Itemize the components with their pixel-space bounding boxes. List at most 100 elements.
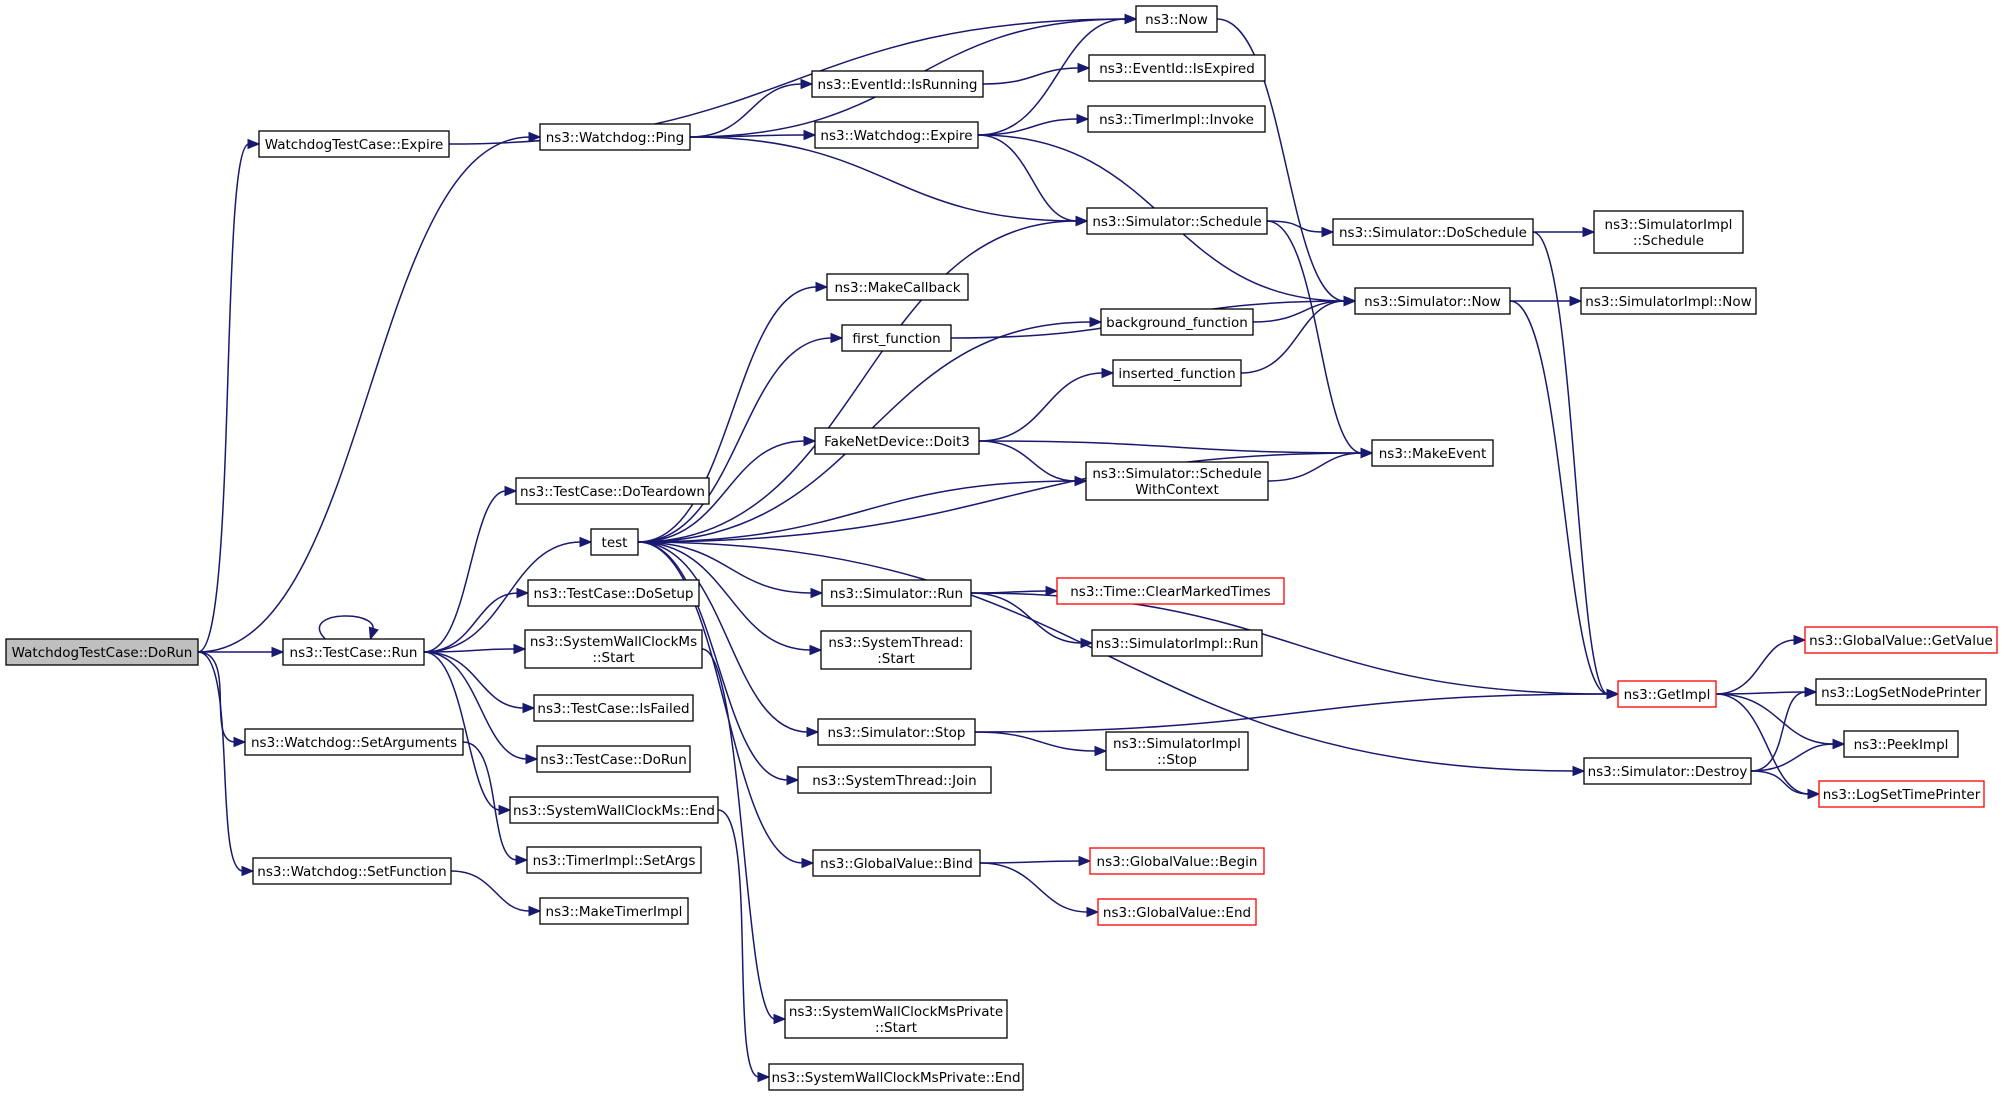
edge-test-to-sim-run [637, 541, 824, 599]
node-label: ns3::LogSetNodePrinter [1821, 685, 1981, 701]
node-sim-destroy[interactable]: ns3::Simulator::Destroy [1583, 757, 1752, 785]
node-label: ns3::Simulator::DoSchedule [1339, 225, 1527, 241]
node-peek-impl[interactable]: ns3::PeekImpl [1843, 730, 1959, 758]
node-label: ns3::TimerImpl::SetArgs [533, 853, 696, 869]
node-box [814, 427, 980, 455]
node-make-event[interactable]: ns3::MakeEvent [1371, 439, 1494, 467]
node-label: :Start [877, 651, 915, 667]
node-label: ::Start [592, 650, 634, 666]
edge-wd-expire-to-now [977, 13, 1138, 136]
node-sim-schedule[interactable]: ns3::Simulator::Schedule [1086, 207, 1268, 235]
node-make-callback[interactable]: ns3::MakeCallback [826, 273, 969, 301]
edge-arrowhead [803, 129, 817, 141]
edge-swc-start-to-swcp-start [701, 648, 787, 1025]
node-sys-thread-start[interactable]: ns3::SystemThread::Start [820, 630, 972, 670]
edge-line [970, 592, 1083, 644]
node-get-impl[interactable]: ns3::GetImpl [1617, 680, 1717, 708]
edge-line [423, 651, 525, 709]
node-wtc-expire[interactable]: WatchdogTestCase::Expire [258, 130, 450, 158]
edge-gv-bind-to-gv-begin [979, 855, 1092, 867]
node-eid-expired[interactable]: ns3::EventId::IsExpired [1088, 54, 1266, 82]
edge-line [423, 651, 501, 811]
node-log-timeprinter[interactable]: ns3::LogSetTimePrinter [1818, 780, 1985, 808]
edge-wd-setargs-to-timer-setargs [462, 741, 529, 866]
node-timer-invoke[interactable]: ns3::TimerImpl::Invoke [1087, 105, 1266, 133]
edge-eid-running-to-eid-expired [982, 62, 1091, 85]
node-box [1089, 847, 1265, 875]
node-sys-thread-join[interactable]: ns3::SystemThread::Join [797, 766, 992, 794]
node-fake-doit3[interactable]: FakeNetDevice::Doit3 [814, 427, 980, 455]
edge-line [423, 490, 507, 653]
node-simimpl-stop[interactable]: ns3::SimulatorImpl::Stop [1105, 731, 1249, 771]
node-tc-setup[interactable]: ns3::TestCase::DoSetup [527, 579, 700, 607]
node-swc-start[interactable]: ns3::SystemWallClockMs::Start [524, 629, 703, 669]
node-box [1617, 680, 1717, 708]
node-sim-stop[interactable]: ns3::Simulator::Stop [817, 718, 976, 746]
node-tc-isfailed[interactable]: ns3::TestCase::IsFailed [533, 694, 694, 722]
node-wd-setfunc[interactable]: ns3::Watchdog::SetFunction [252, 857, 452, 885]
edge-root-to-testcase-run [198, 646, 285, 658]
node-box [1087, 105, 1266, 133]
edge-sim-run-to-simimpl-run [970, 592, 1094, 649]
node-tc-teardown[interactable]: ns3::TestCase::DoTeardown [515, 477, 710, 505]
node-swcp-end[interactable]: ns3::SystemWallClockMsPrivate::End [768, 1063, 1024, 1091]
edge-line [462, 741, 518, 861]
edge-line [637, 541, 813, 594]
edge-arrowhead [1094, 745, 1108, 757]
node-simimpl-run[interactable]: ns3::SimulatorImpl::Run [1091, 629, 1263, 657]
node-label: background_function [1106, 315, 1248, 331]
node-label: ns3::Simulator::Schedule [1092, 466, 1261, 482]
node-sim-doschedule[interactable]: ns3::Simulator::DoSchedule [1332, 218, 1534, 246]
edge-test-to-sys-thread-start [637, 541, 823, 656]
edge-arrowhead [810, 587, 824, 599]
edge-testcase-run-to-tc-dorun [423, 651, 539, 765]
node-wd-ping[interactable]: ns3::Watchdog::Ping [539, 123, 691, 151]
node-gv-bind[interactable]: ns3::GlobalValue::Bind [812, 849, 981, 877]
node-tc-dorun[interactable]: ns3::TestCase::DoRun [536, 745, 691, 773]
node-test[interactable]: test [590, 528, 639, 556]
node-label: ns3::SimulatorImpl [1605, 217, 1733, 233]
node-box [817, 718, 976, 746]
edge-arrowhead [1074, 475, 1088, 487]
node-gv-end[interactable]: ns3::GlobalValue::End [1097, 898, 1257, 926]
edge-test-to-first-function [637, 332, 844, 543]
node-first-function[interactable]: first_function [841, 324, 952, 352]
node-wd-setargs[interactable]: ns3::Watchdog::SetArguments [244, 728, 464, 756]
node-sim-run[interactable]: ns3::Simulator::Run [821, 579, 972, 607]
edge-fake-doit3-to-inserted-function [978, 367, 1115, 442]
edge-line [637, 220, 1078, 543]
edge-arrowhead [247, 138, 261, 150]
node-box [533, 694, 694, 722]
node-box [841, 324, 952, 352]
edge-line [1715, 693, 1835, 745]
node-simimpl-schedule[interactable]: ns3::SimulatorImpl::Schedule [1593, 210, 1744, 254]
node-now[interactable]: ns3::Now [1135, 5, 1218, 33]
node-box [1332, 218, 1534, 246]
node-gv-getvalue[interactable]: ns3::GlobalValue::GetValue [1804, 626, 1998, 654]
node-sim-now[interactable]: ns3::Simulator::Now [1354, 287, 1511, 315]
edge-arrowhead [516, 587, 530, 599]
node-box [1097, 898, 1257, 926]
node-wd-expire[interactable]: ns3::Watchdog::Expire [814, 121, 979, 149]
node-label: ns3::Simulator::Stop [828, 725, 966, 741]
edge-arrowhead [786, 774, 800, 786]
node-eid-running[interactable]: ns3::EventId::IsRunning [811, 70, 984, 98]
edge-arrowhead [1075, 215, 1089, 227]
node-testcase-run[interactable]: ns3::TestCase::Run [282, 638, 425, 666]
node-make-timer[interactable]: ns3::MakeTimerImpl [539, 897, 689, 925]
node-swc-end[interactable]: ns3::SystemWallClockMs::End [509, 796, 719, 824]
node-box [1112, 359, 1242, 387]
node-log-nodeprinter[interactable]: ns3::LogSetNodePrinter [1815, 678, 1987, 706]
node-label: ns3::GlobalValue::End [1103, 905, 1251, 921]
node-root[interactable]: WatchdogTestCase::DoRun [5, 638, 199, 666]
edge-arrowhead [1078, 855, 1092, 867]
node-gv-begin[interactable]: ns3::GlobalValue::Begin [1089, 847, 1265, 875]
node-simimpl-now[interactable]: ns3::SimulatorImpl::Now [1580, 287, 1757, 315]
node-swcp-start[interactable]: ns3::SystemWallClockMsPrivate::Start [784, 999, 1008, 1039]
node-timer-setargs[interactable]: ns3::TimerImpl::SetArgs [526, 846, 702, 874]
node-time-clear[interactable]: ns3::Time::ClearMarkedTimes [1056, 577, 1285, 605]
node-inserted-function[interactable]: inserted_function [1112, 359, 1242, 387]
node-background-function[interactable]: background_function [1100, 308, 1254, 336]
